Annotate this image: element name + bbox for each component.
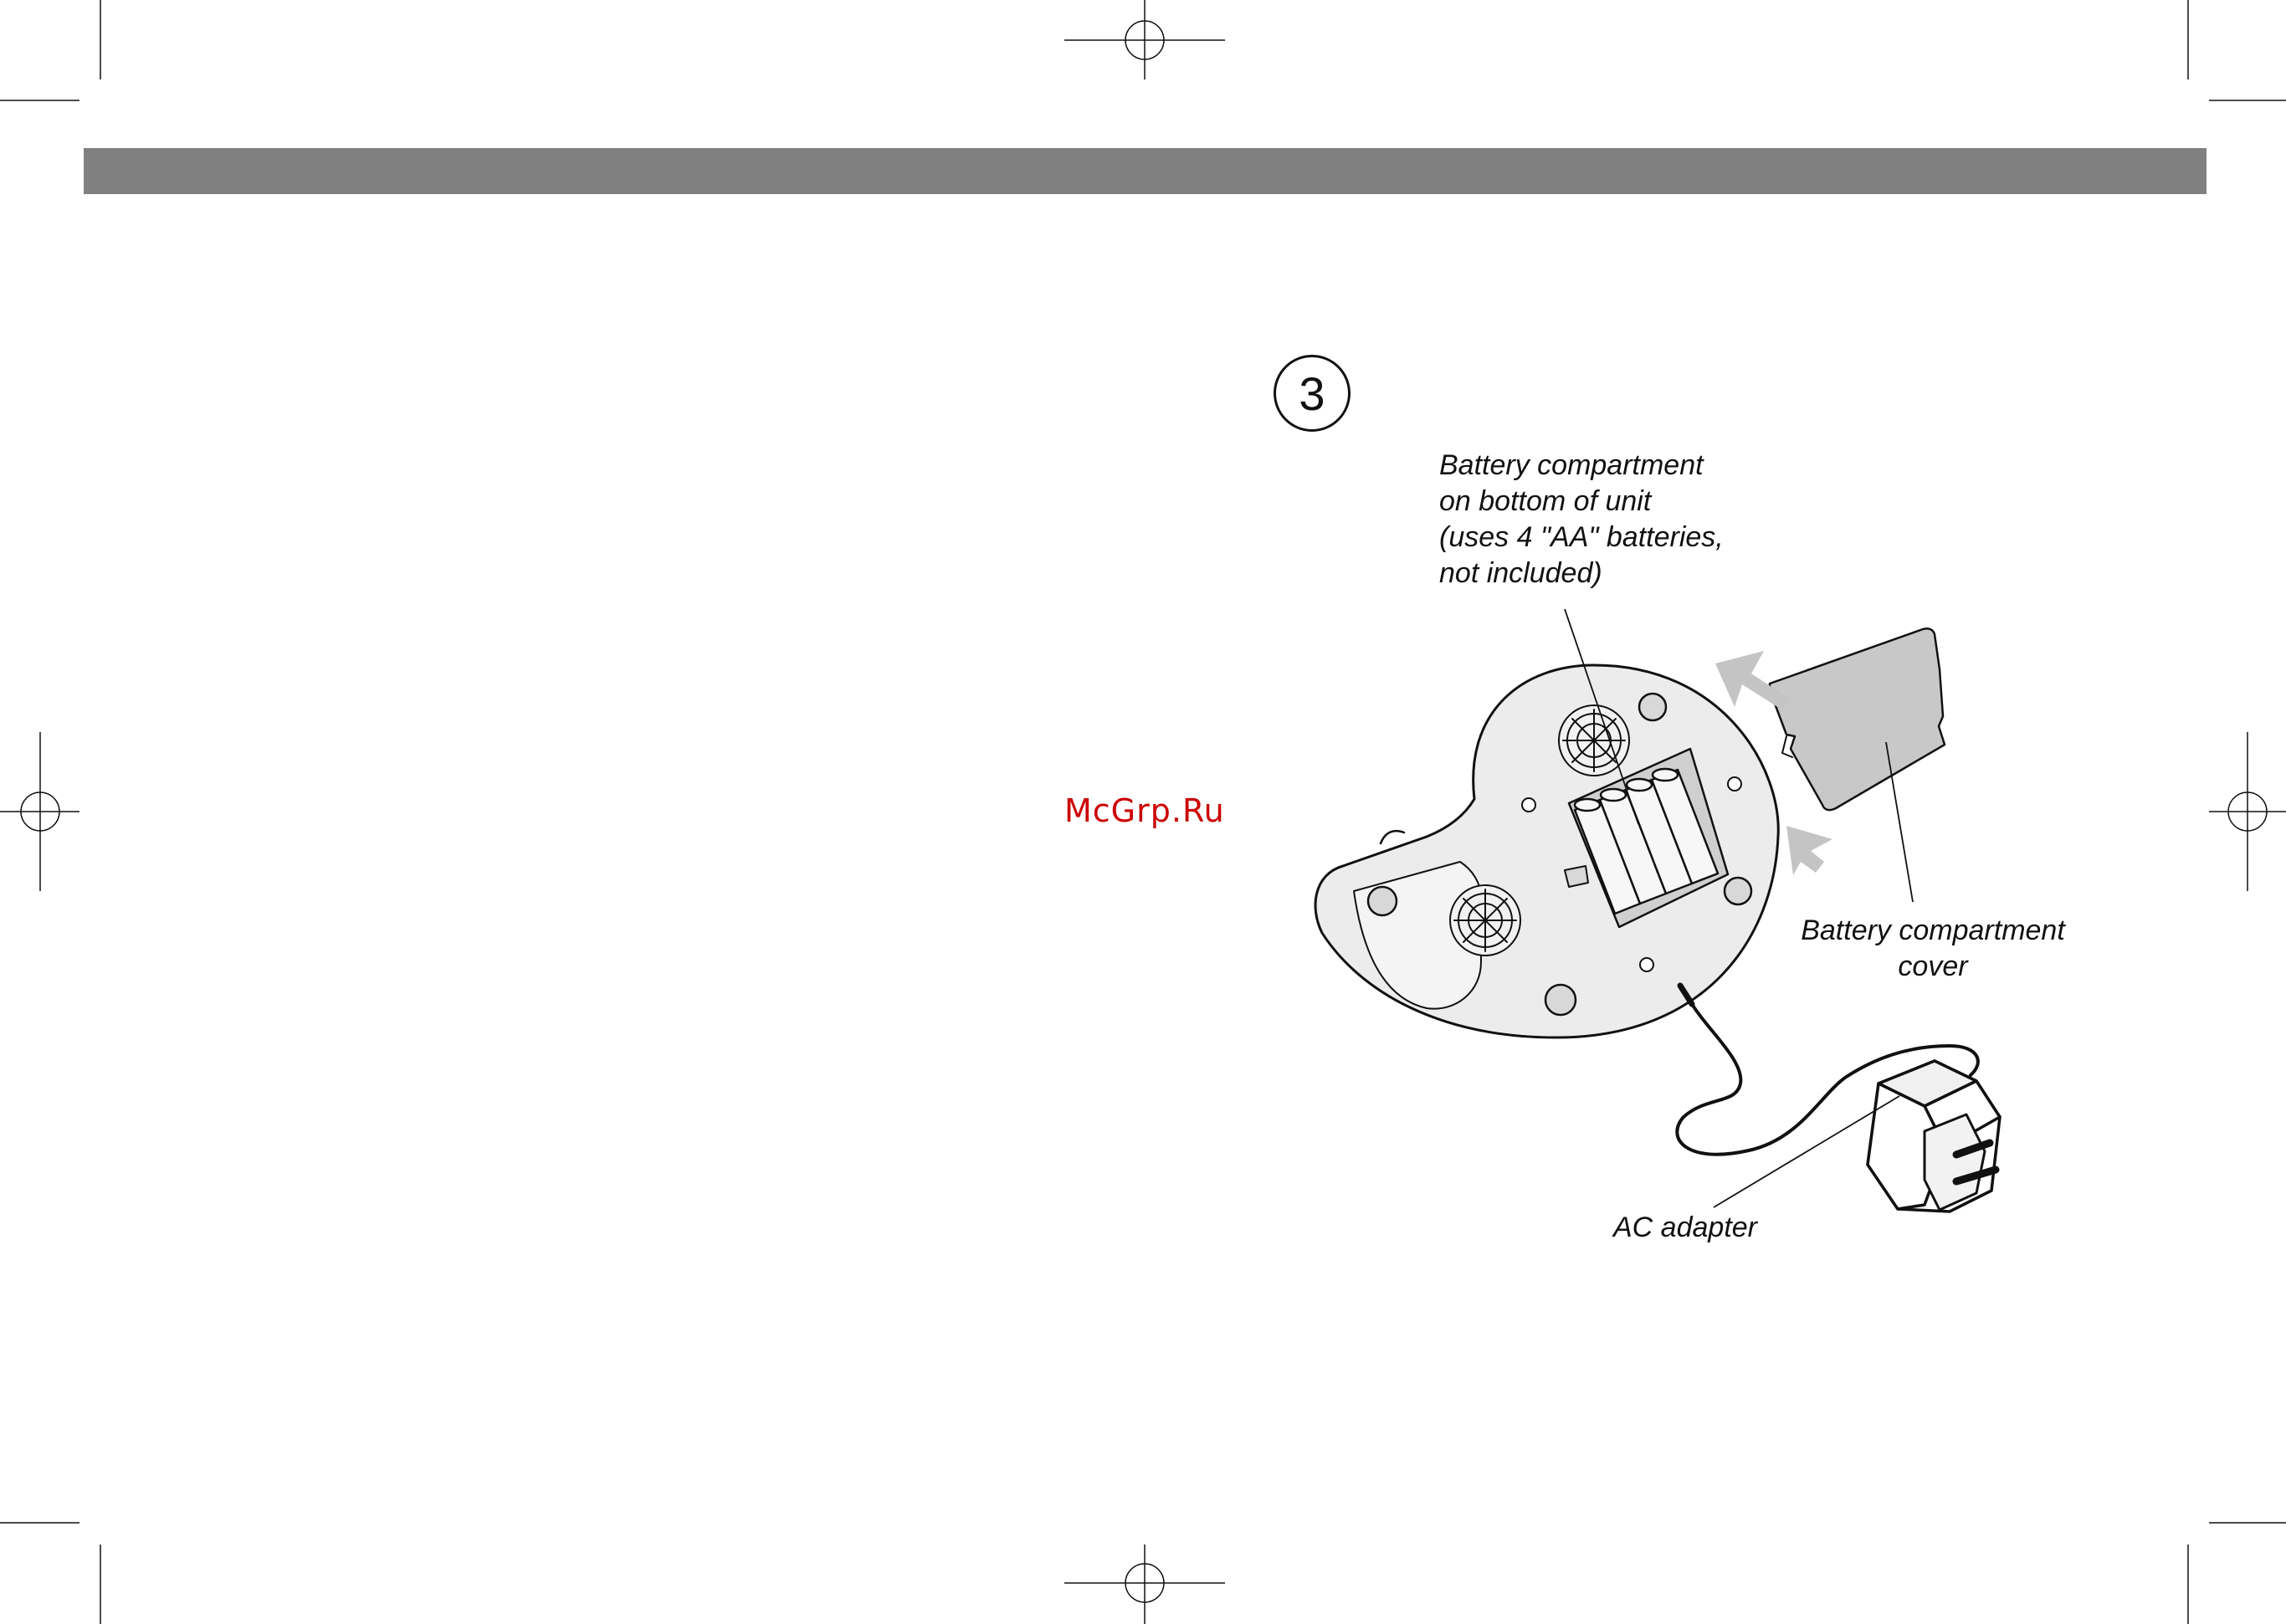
label-battery-cover: Battery compartment cover [1782,913,2084,985]
speaker-grille-bottom [1450,885,1520,955]
battery-cover [1770,628,1945,810]
label-line: (uses 4 "AA" batteries, [1439,520,1724,556]
ac-adapter [1868,1061,2000,1212]
label-line: Battery compartment [1782,913,2084,949]
label-ac-adapter: AC adapter [1613,1210,1757,1246]
label-line: on bottom of unit [1439,484,1724,520]
label-line: Battery compartment [1439,448,1724,484]
label-line: cover [1782,949,2084,985]
label-line: not included) [1439,556,1724,592]
label-battery-compartment: Battery compartment on bottom of unit (u… [1439,448,1724,592]
